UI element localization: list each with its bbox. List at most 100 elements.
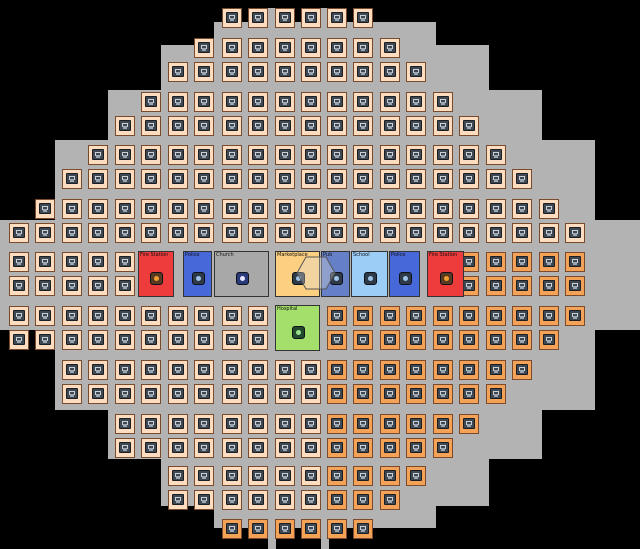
empty-lot[interactable] — [115, 306, 135, 326]
owned-lot[interactable] — [406, 414, 426, 434]
empty-lot[interactable] — [88, 360, 108, 380]
empty-lot[interactable] — [248, 38, 268, 58]
empty-lot[interactable] — [9, 223, 29, 243]
empty-lot[interactable] — [222, 199, 242, 219]
empty-lot[interactable] — [62, 223, 82, 243]
fire-station-left-building[interactable]: Fire Station — [138, 251, 174, 297]
empty-lot[interactable] — [141, 199, 161, 219]
owned-lot[interactable] — [539, 276, 559, 296]
empty-lot[interactable] — [539, 199, 559, 219]
owned-lot[interactable] — [539, 330, 559, 350]
empty-lot[interactable] — [141, 438, 161, 458]
empty-lot[interactable] — [194, 306, 214, 326]
empty-lot[interactable] — [168, 466, 188, 486]
empty-lot[interactable] — [168, 490, 188, 510]
empty-lot[interactable] — [168, 199, 188, 219]
empty-lot[interactable] — [248, 466, 268, 486]
empty-lot[interactable] — [194, 490, 214, 510]
owned-lot[interactable] — [327, 490, 347, 510]
owned-lot[interactable] — [539, 306, 559, 326]
empty-lot[interactable] — [380, 62, 400, 82]
owned-lot[interactable] — [353, 466, 373, 486]
empty-lot[interactable] — [459, 116, 479, 136]
owned-lot[interactable] — [486, 384, 506, 404]
empty-lot[interactable] — [275, 360, 295, 380]
owned-lot[interactable] — [353, 438, 373, 458]
empty-lot[interactable] — [88, 223, 108, 243]
owned-lot[interactable] — [459, 414, 479, 434]
owned-lot[interactable] — [353, 490, 373, 510]
empty-lot[interactable] — [222, 414, 242, 434]
empty-lot[interactable] — [222, 38, 242, 58]
empty-lot[interactable] — [88, 384, 108, 404]
empty-lot[interactable] — [168, 306, 188, 326]
owned-lot[interactable] — [327, 438, 347, 458]
empty-lot[interactable] — [406, 62, 426, 82]
empty-lot[interactable] — [35, 252, 55, 272]
empty-lot[interactable] — [194, 38, 214, 58]
empty-lot[interactable] — [486, 223, 506, 243]
empty-lot[interactable] — [115, 384, 135, 404]
empty-lot[interactable] — [88, 276, 108, 296]
empty-lot[interactable] — [433, 169, 453, 189]
empty-lot[interactable] — [433, 199, 453, 219]
owned-lot[interactable] — [406, 360, 426, 380]
empty-lot[interactable] — [275, 38, 295, 58]
owned-lot[interactable] — [327, 384, 347, 404]
marketplace-building[interactable]: Marketplace — [275, 251, 320, 297]
owned-lot[interactable] — [380, 414, 400, 434]
empty-lot[interactable] — [115, 360, 135, 380]
empty-lot[interactable] — [486, 199, 506, 219]
empty-lot[interactable] — [248, 223, 268, 243]
empty-lot[interactable] — [301, 169, 321, 189]
owned-lot[interactable] — [406, 466, 426, 486]
empty-lot[interactable] — [222, 490, 242, 510]
owned-lot[interactable] — [565, 306, 585, 326]
owned-lot[interactable] — [406, 384, 426, 404]
owned-lot[interactable] — [433, 414, 453, 434]
empty-lot[interactable] — [88, 169, 108, 189]
empty-lot[interactable] — [168, 116, 188, 136]
owned-lot[interactable] — [327, 466, 347, 486]
empty-lot[interactable] — [222, 384, 242, 404]
empty-lot[interactable] — [353, 62, 373, 82]
empty-lot[interactable] — [168, 92, 188, 112]
empty-lot[interactable] — [248, 62, 268, 82]
empty-lot[interactable] — [301, 360, 321, 380]
owned-lot[interactable] — [406, 306, 426, 326]
empty-lot[interactable] — [353, 223, 373, 243]
empty-lot[interactable] — [141, 145, 161, 165]
empty-lot[interactable] — [9, 276, 29, 296]
empty-lot[interactable] — [168, 414, 188, 434]
empty-lot[interactable] — [141, 384, 161, 404]
empty-lot[interactable] — [115, 116, 135, 136]
empty-lot[interactable] — [222, 145, 242, 165]
empty-lot[interactable] — [248, 360, 268, 380]
empty-lot[interactable] — [301, 414, 321, 434]
empty-lot[interactable] — [433, 116, 453, 136]
owned-lot[interactable] — [380, 360, 400, 380]
owned-lot[interactable] — [512, 330, 532, 350]
empty-lot[interactable] — [327, 38, 347, 58]
owned-lot[interactable] — [486, 306, 506, 326]
empty-lot[interactable] — [406, 116, 426, 136]
empty-lot[interactable] — [275, 116, 295, 136]
empty-lot[interactable] — [512, 223, 532, 243]
empty-lot[interactable] — [9, 330, 29, 350]
empty-lot[interactable] — [194, 169, 214, 189]
empty-lot[interactable] — [248, 330, 268, 350]
owned-lot[interactable] — [222, 519, 242, 539]
empty-lot[interactable] — [115, 438, 135, 458]
empty-lot[interactable] — [115, 252, 135, 272]
fire-station-right-building[interactable]: Fire Station — [427, 251, 464, 297]
owned-lot[interactable] — [353, 519, 373, 539]
empty-lot[interactable] — [275, 145, 295, 165]
empty-lot[interactable] — [88, 199, 108, 219]
owned-lot[interactable] — [327, 519, 347, 539]
empty-lot[interactable] — [512, 199, 532, 219]
owned-lot[interactable] — [301, 519, 321, 539]
owned-lot[interactable] — [433, 330, 453, 350]
empty-lot[interactable] — [222, 223, 242, 243]
empty-lot[interactable] — [327, 223, 347, 243]
